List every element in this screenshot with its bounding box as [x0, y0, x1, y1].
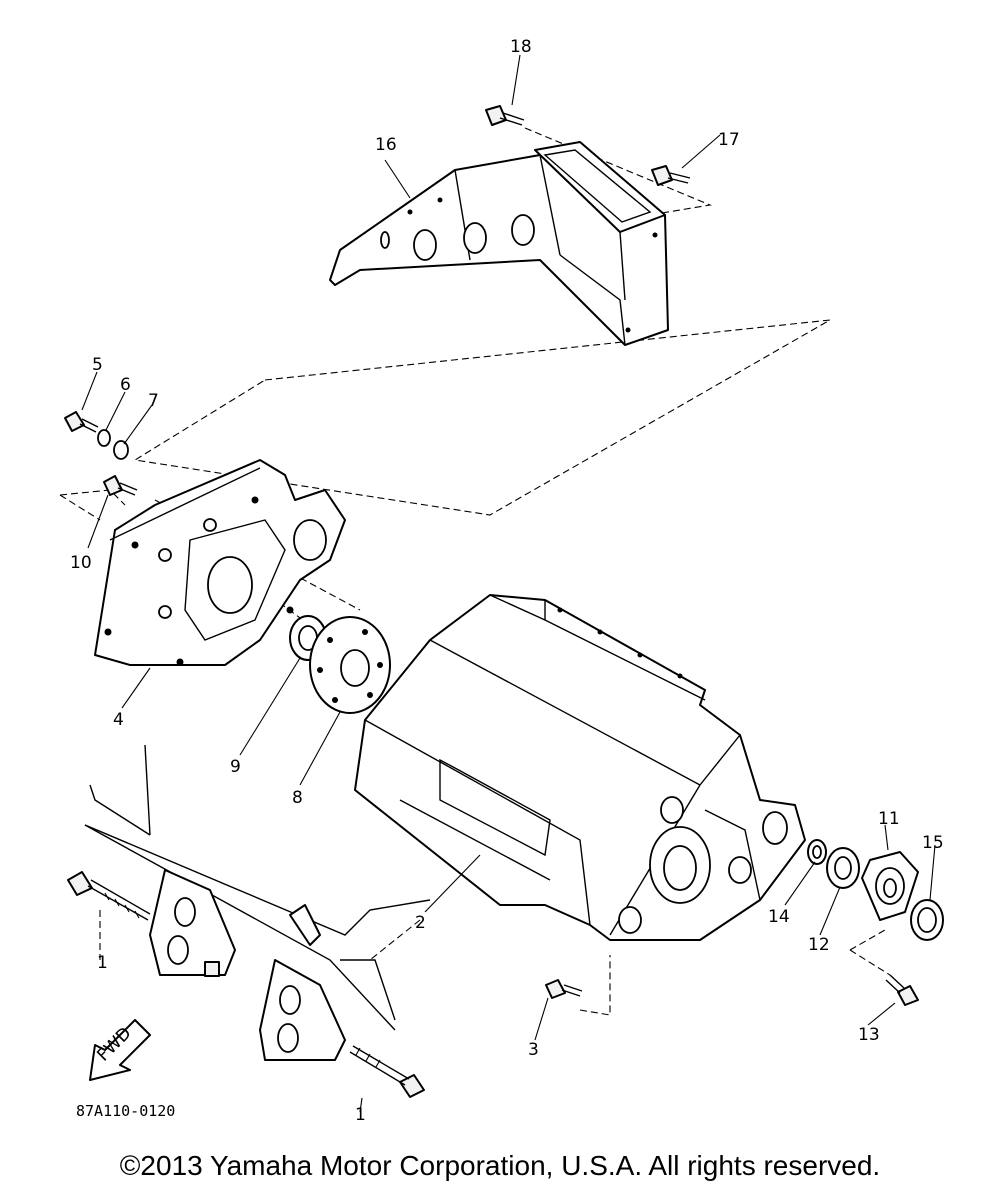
part-8-flange [309, 616, 391, 714]
callout-17: 17 [718, 130, 740, 150]
callout-9: 9 [230, 757, 241, 777]
part-4-housing-plate [94, 459, 346, 666]
part-14-washer [807, 839, 827, 865]
part-code-label: 87A110-0120 [76, 1102, 175, 1120]
part-1-bolt-upper [67, 871, 151, 921]
copyright-notice: ©2013 Yamaha Motor Corporation, U.S.A. A… [119, 1150, 881, 1181]
part-1-bolt-lower [349, 1045, 425, 1098]
exploded-parts-diagram: FWD 18 17 16 5 6 7 10 4 9 8 2 11 15 [59, 37, 944, 1125]
callout-3: 3 [528, 1040, 539, 1060]
parts-5-6-7-bolt-washers [64, 411, 129, 460]
fwd-arrow-icon: FWD [89, 1019, 151, 1081]
callout-2: 2 [415, 913, 426, 933]
callout-13: 13 [858, 1025, 880, 1045]
callout-15: 15 [922, 833, 944, 853]
part-13-bolt [885, 974, 919, 1006]
part-18-bolt [485, 105, 525, 126]
callout-1-upper: 1 [97, 953, 108, 973]
callout-numbers: 18 17 16 5 6 7 10 4 9 8 2 11 15 14 12 13… [70, 37, 944, 1125]
part-16-upper-bracket [329, 141, 669, 346]
callout-12: 12 [808, 935, 830, 955]
part-2-main-housing [354, 594, 806, 941]
frame-reference [84, 744, 431, 1061]
part-3-bolt [545, 979, 583, 999]
part-17-bolt [651, 165, 691, 186]
callout-4: 4 [113, 710, 124, 730]
callout-6: 6 [120, 375, 131, 395]
callout-7: 7 [148, 391, 159, 411]
part-11-flange [861, 851, 919, 921]
callout-11: 11 [878, 809, 900, 829]
callout-8: 8 [292, 788, 303, 808]
callout-14: 14 [768, 907, 790, 927]
callout-leaders [81, 54, 936, 1113]
callout-18: 18 [510, 37, 532, 57]
callout-1-lower: 1 [355, 1105, 366, 1125]
part-12-bearing [826, 847, 860, 889]
part-15-seal [910, 899, 944, 941]
callout-10: 10 [70, 553, 92, 573]
callout-16: 16 [375, 135, 397, 155]
part-10-bolt [103, 475, 138, 496]
callout-5: 5 [92, 355, 103, 375]
